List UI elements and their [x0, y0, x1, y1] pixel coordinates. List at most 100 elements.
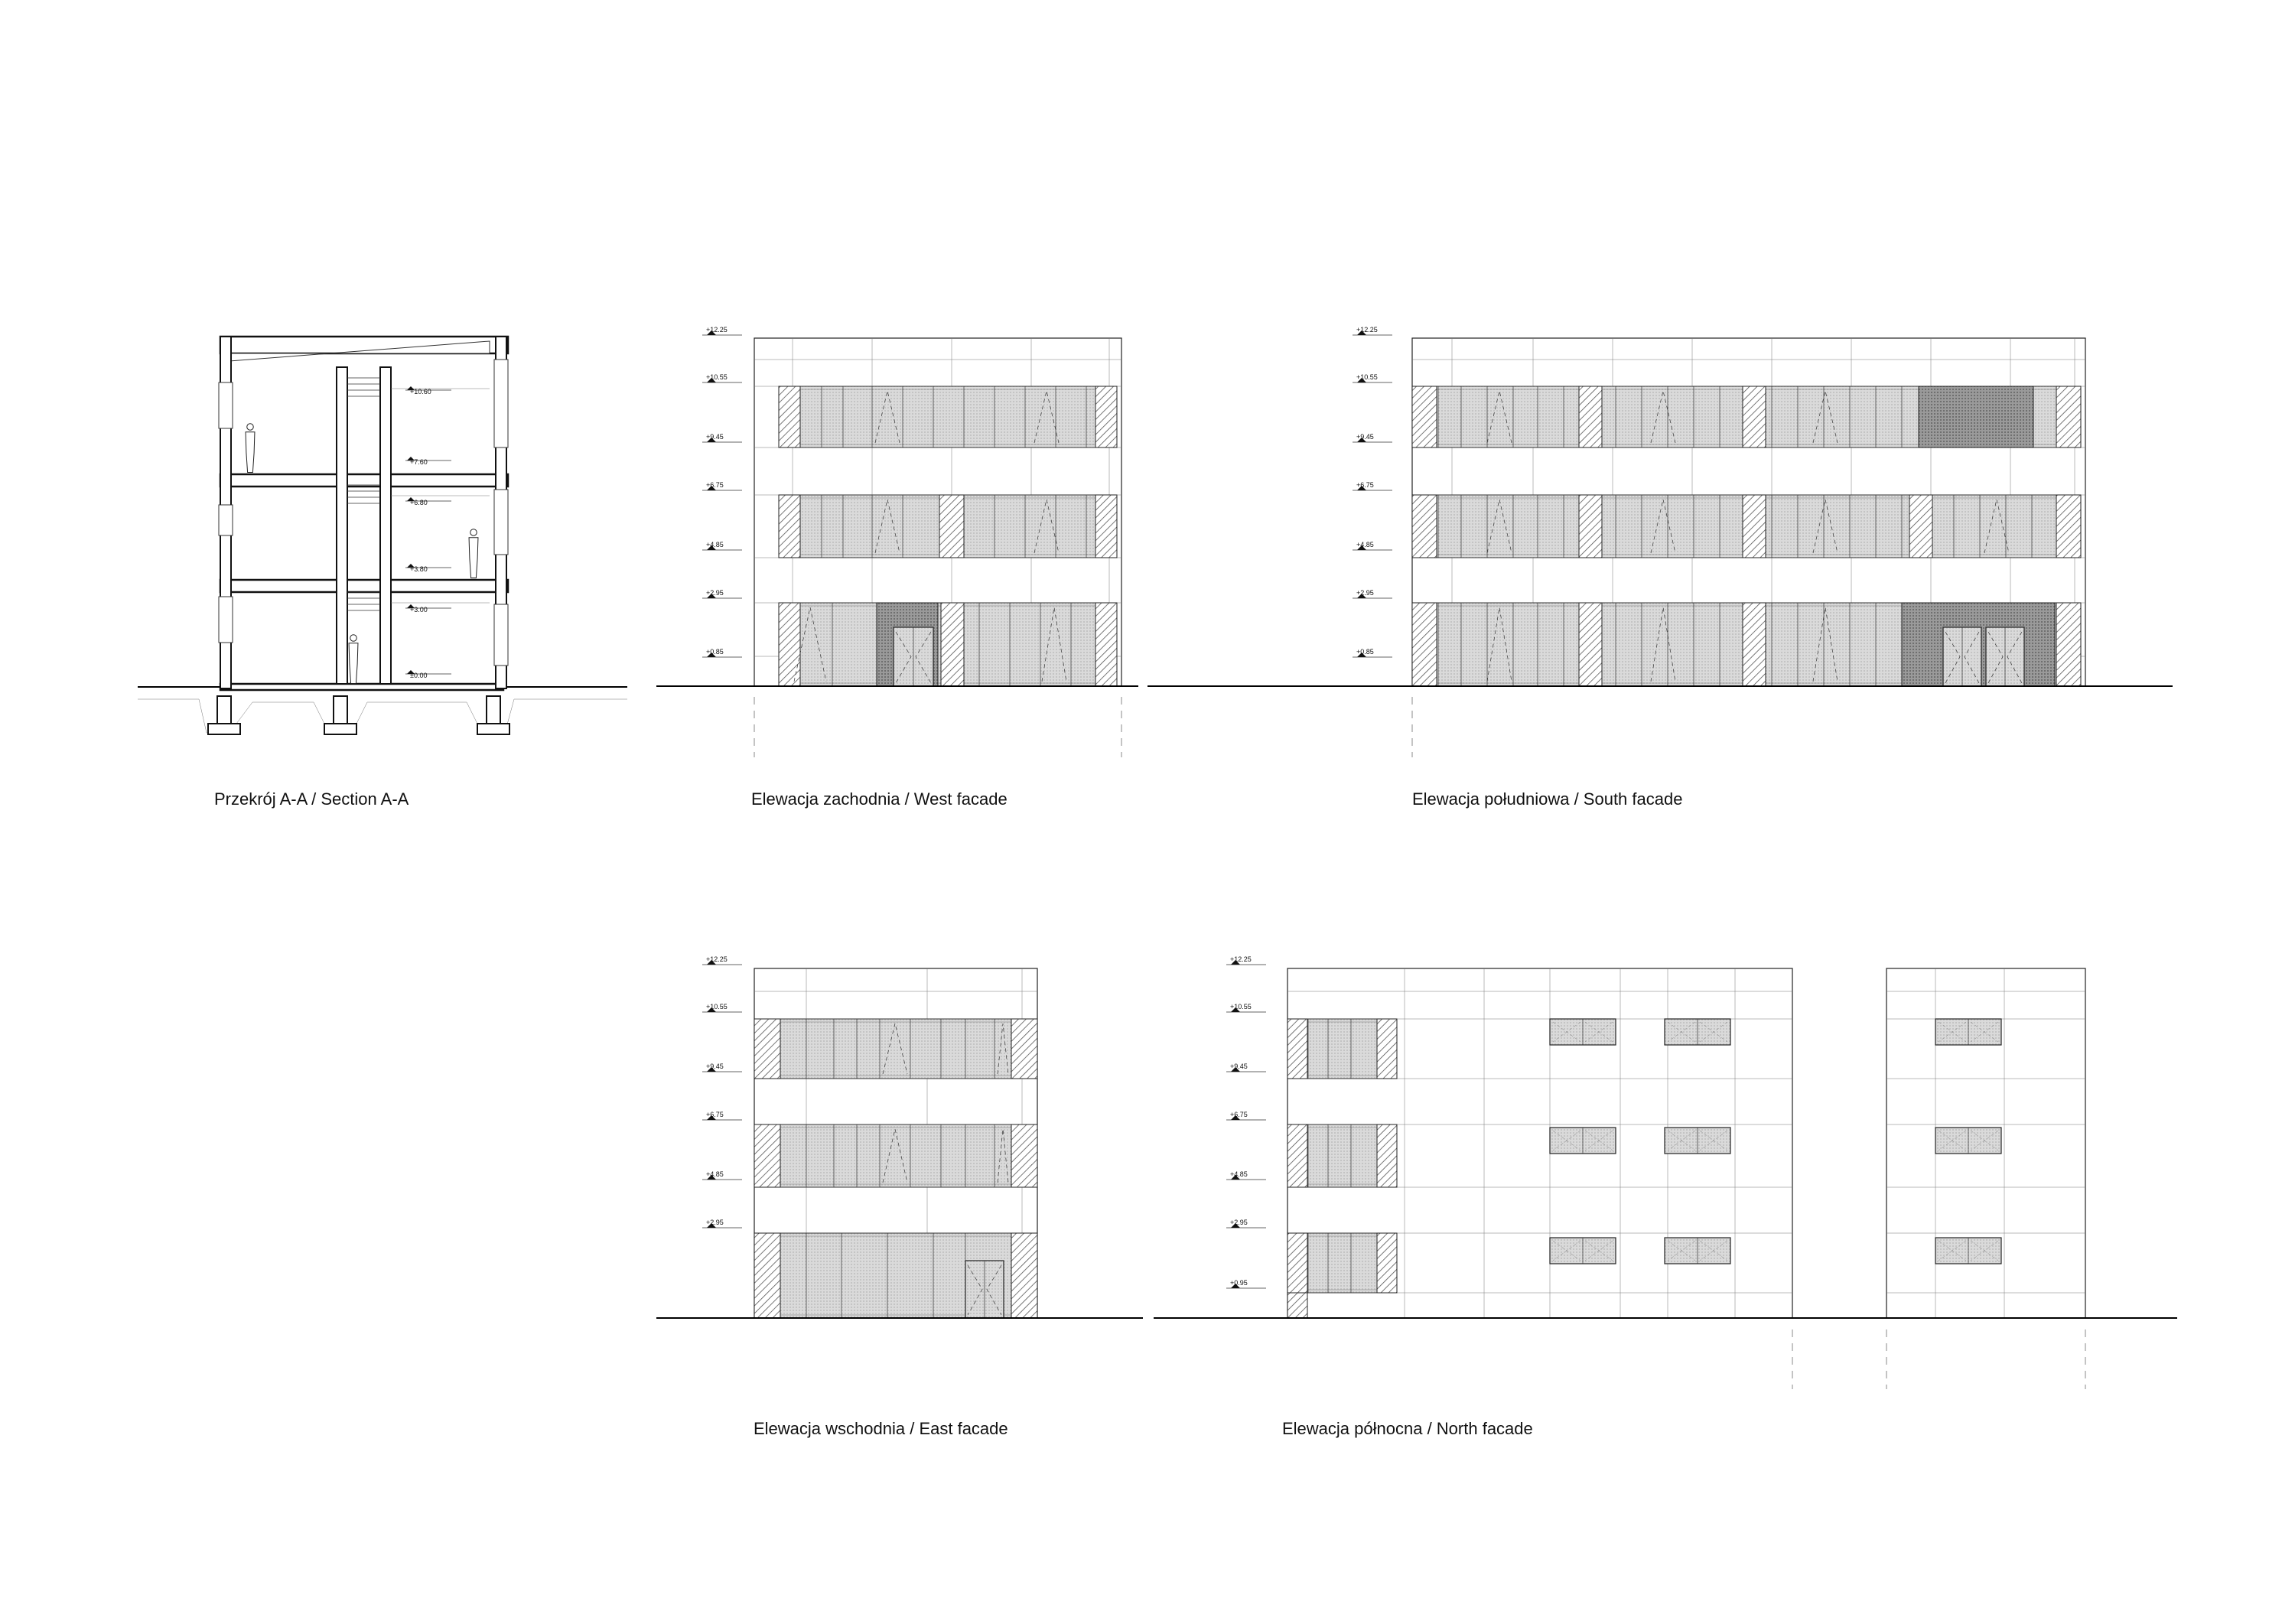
- south-level-label: +4.85: [1356, 541, 1374, 548]
- core-wall: [379, 366, 392, 685]
- door-swing: [2007, 631, 2023, 684]
- west-level-label: +4.85: [706, 541, 724, 548]
- section-a-a: +10.60 +7.60 +6.80 +3.80 +3.00 ±0.00 Prz…: [138, 335, 627, 809]
- level-marker: [707, 545, 716, 550]
- window-opening: [1938, 1021, 1999, 1043]
- shading-panel: [1011, 1124, 1038, 1188]
- figure-head: [246, 423, 254, 431]
- shading-panel: [1578, 602, 1603, 687]
- wall-opening: [493, 359, 509, 448]
- shading-panel: [940, 602, 965, 687]
- level-marker: [407, 497, 415, 501]
- entrance-frame: [1918, 386, 2034, 448]
- opening-indicator: [1812, 499, 1838, 554]
- section-level-labels: +10.60 +7.60 +6.80 +3.80 +3.00 ±0.00: [410, 388, 431, 679]
- window-opening: [1938, 1240, 1999, 1261]
- west-level-label: +9.45: [706, 433, 724, 441]
- north-level-label: +0.95: [1230, 1279, 1248, 1287]
- figure-body: [468, 537, 479, 578]
- glazing-band: [778, 386, 1118, 448]
- section-level-label: +3.00: [410, 606, 428, 613]
- level-marker: [1231, 1175, 1240, 1180]
- west-facade: +12.25 +10.55 +9.45 +6.75 +4.85 +2.95 +0…: [656, 326, 1138, 809]
- level-marker: [707, 594, 716, 598]
- west-level-label: +10.55: [706, 373, 728, 381]
- west-level-labels: +12.25 +10.55 +9.45 +6.75 +4.85 +2.95 +0…: [706, 326, 728, 656]
- opening-indicator: [882, 1128, 908, 1183]
- level-marker: [1231, 960, 1240, 965]
- door-swing: [967, 1264, 983, 1316]
- footing: [324, 723, 357, 735]
- level-marker: [1231, 1007, 1240, 1012]
- section-title: Przekrój A-A / Section A-A: [214, 789, 409, 809]
- footing-column: [216, 695, 232, 724]
- shading-panel: [1909, 494, 1933, 558]
- east-level-label: +12.25: [706, 955, 728, 963]
- shading-panel: [1742, 386, 1766, 448]
- south-facade-drawing: [1148, 330, 2173, 757]
- floor-slab: [219, 473, 509, 488]
- opening-indicator: [1034, 499, 1060, 554]
- level-marker: [707, 1067, 716, 1072]
- west-level-label: +12.25: [706, 326, 728, 334]
- level-marker: [707, 1223, 716, 1228]
- west-level-label: +6.75: [706, 481, 724, 489]
- south-level-labels: +12.25 +10.55 +9.45 +6.75 +4.85 +2.95 +0…: [1356, 326, 1378, 656]
- section-drawing: [138, 335, 627, 735]
- opening-indicator: [997, 1128, 1009, 1183]
- core-wall: [336, 366, 348, 685]
- south-facade-title: Elewacja południowa / South facade: [1412, 789, 1682, 809]
- level-marker: [707, 1175, 716, 1180]
- section-level-label: +6.80: [410, 499, 428, 506]
- opening-indicator: [1812, 607, 1838, 682]
- window-opening: [1667, 1021, 1728, 1043]
- wall-opening: [218, 382, 233, 429]
- level-marker: [707, 960, 716, 965]
- shading-panel: [1411, 494, 1437, 558]
- south-facade: +12.25 +10.55 +9.45 +6.75 +4.85 +2.95 +0…: [1148, 326, 2173, 809]
- level-marker: [1231, 1223, 1240, 1228]
- opening-indicator: [1984, 499, 2010, 554]
- opening-indicator: [874, 499, 900, 554]
- shading-panel: [2056, 602, 2082, 687]
- opening-indicator: [997, 1023, 1009, 1075]
- wall-opening: [218, 504, 233, 536]
- east-level-label: +6.75: [706, 1111, 724, 1118]
- section-level-label: +3.80: [410, 565, 428, 573]
- shading-panel: [2056, 494, 2082, 558]
- south-level-label: +0.85: [1356, 648, 1374, 656]
- level-marker: [707, 486, 716, 490]
- shading-panel: [2056, 386, 2082, 448]
- opening-indicator: [1650, 607, 1676, 682]
- north-level-label: +9.45: [1230, 1063, 1248, 1070]
- window-opening: [1552, 1130, 1613, 1151]
- north-facade-title: Elewacja północna / North facade: [1282, 1419, 1533, 1438]
- south-level-label: +10.55: [1356, 373, 1378, 381]
- level-marker: [1231, 1284, 1240, 1288]
- wall-opening: [493, 604, 509, 666]
- south-level-label: +9.45: [1356, 433, 1374, 441]
- level-marker: [407, 386, 415, 390]
- level-marker: [407, 670, 415, 674]
- opening-indicator: [1041, 607, 1067, 682]
- opening-indicator: [1486, 499, 1512, 554]
- window-opening: [1667, 1130, 1728, 1151]
- level-marker: [707, 1007, 716, 1012]
- shading-panel: [1411, 602, 1437, 687]
- east-level-label: +9.45: [706, 1063, 724, 1070]
- opening-indicator: [1486, 607, 1512, 682]
- door-swing: [1964, 631, 1980, 684]
- shading-panel: [1011, 1018, 1038, 1079]
- figure-head: [470, 529, 477, 536]
- level-marker: [1357, 486, 1366, 490]
- door-swing: [986, 1264, 1002, 1316]
- shading-panel: [1095, 494, 1118, 558]
- section-level-label: +7.60: [410, 458, 428, 466]
- door-swing: [1945, 631, 1961, 684]
- figure-body: [348, 643, 359, 684]
- section-level-label: +10.60: [410, 388, 431, 395]
- east-facade-title: Elewacja wschodnia / East facade: [754, 1419, 1008, 1438]
- shading-panel: [1411, 386, 1437, 448]
- west-level-label: +0.85: [706, 648, 724, 656]
